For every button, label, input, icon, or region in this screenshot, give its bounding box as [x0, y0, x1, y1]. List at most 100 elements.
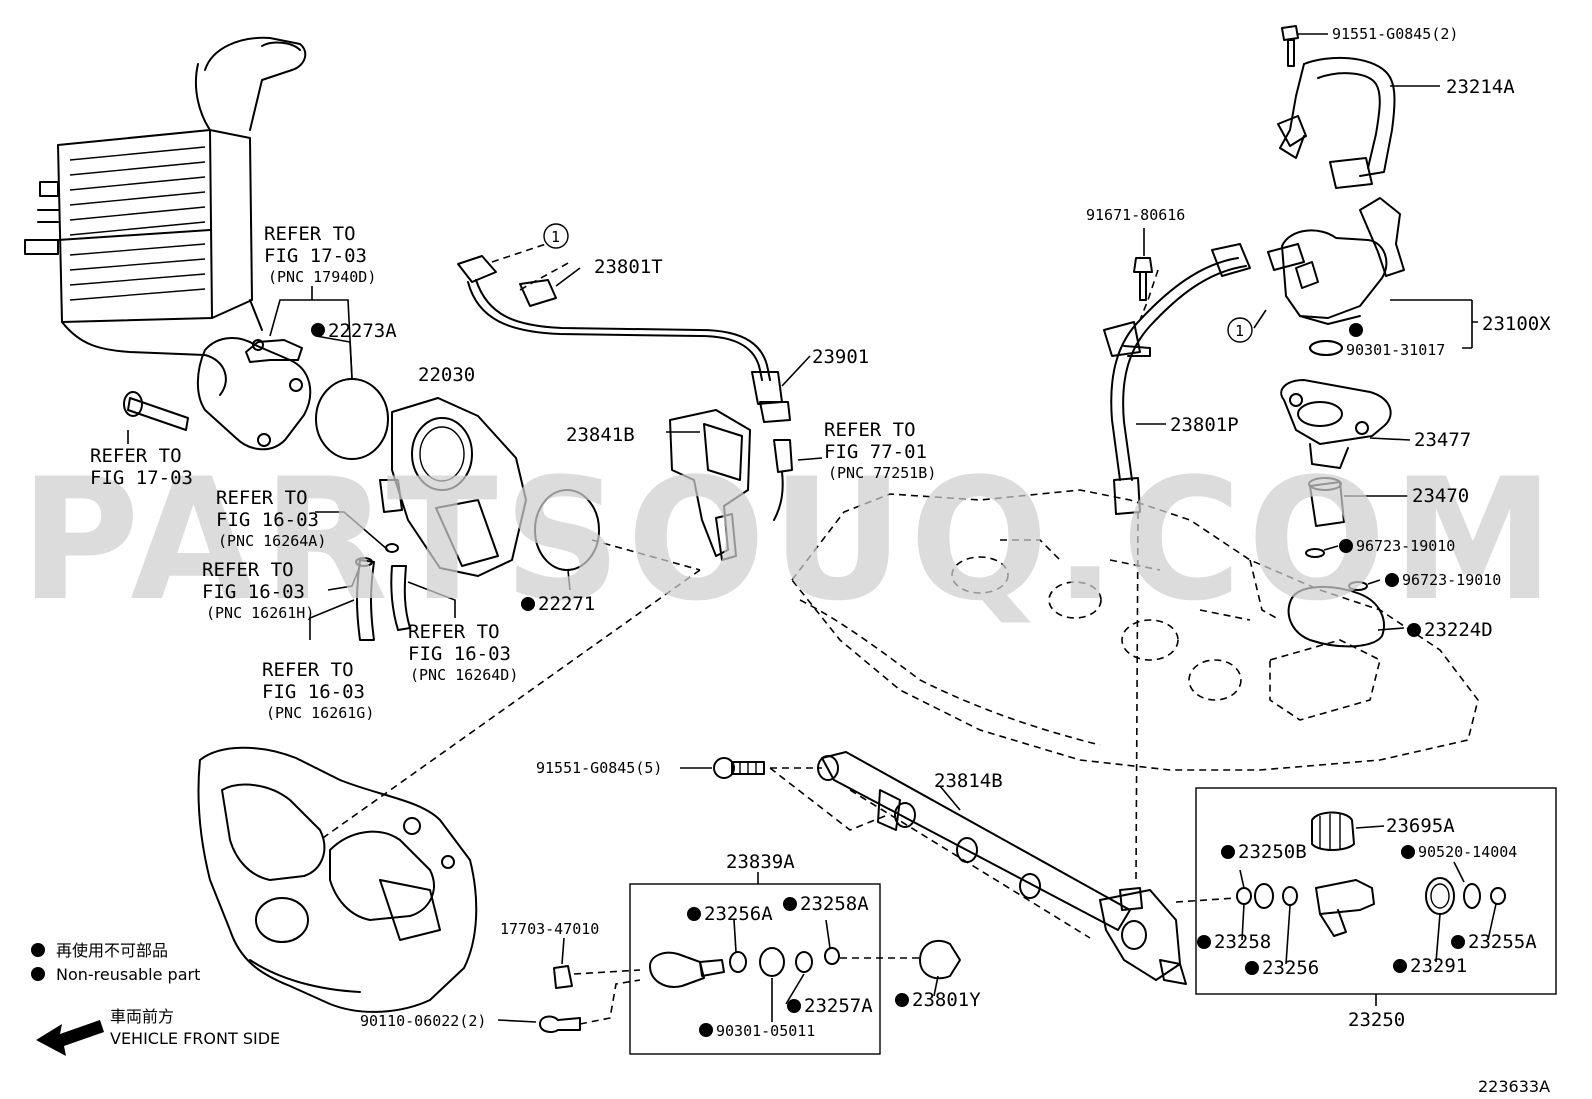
throttle-body-drawing: [355, 397, 527, 641]
cylinder-head-drawing: [790, 489, 1479, 771]
diagram-code: 223633A: [1478, 1077, 1550, 1096]
ref-fig-16-03-c: REFER TO FIG 16-03 (PNC 16261G): [262, 659, 376, 722]
nonreusable-dot-96723-a: [1339, 539, 1353, 553]
nonreusable-dot-23224D: [1407, 623, 1421, 637]
ref-fig-77-01: REFER TO FIG 77-01 (PNC 77251B): [824, 419, 938, 482]
label-23256: 23256: [1262, 957, 1319, 979]
label-23257A: 23257A: [804, 995, 873, 1017]
assembly-lines: [319, 269, 1237, 1025]
ref-fig-17-03-b: REFER TO FIG 17-03: [90, 445, 193, 489]
nonreusable-dot-23256A: [687, 907, 701, 921]
nonreusable-dot-90301-05011: [699, 1023, 713, 1037]
intake-elbow-drawing: [123, 337, 312, 451]
nonreusable-dot-96723-b: [1385, 573, 1399, 587]
label-23250B: 23250B: [1238, 841, 1307, 863]
ref-fig-17-03-a: REFER TO FIG 17-03 (PNC 17940D): [264, 223, 378, 286]
bolt-91671-drawing: [1133, 257, 1153, 301]
nonreusable-dot-23257A: [787, 999, 801, 1013]
pressure-sensor-drawing: [539, 947, 840, 1033]
vehicle-front-indicator: 車両前方 VEHICLE FRONT SIDE: [36, 1007, 280, 1056]
nonreusable-dot-23801Y: [895, 993, 909, 1007]
label-23839A: 23839A: [726, 851, 795, 873]
plate-23801Y: [919, 939, 961, 980]
nonreusable-dot-90301-31017: [1349, 323, 1363, 337]
legend-en: Non-reusable part: [56, 965, 200, 984]
circle-mark-1-a: 1: [543, 223, 569, 249]
nonreusable-dot-22271: [521, 597, 535, 611]
label-23801Y: 23801Y: [912, 989, 981, 1011]
label-22271: 22271: [538, 593, 595, 615]
front-jp: 車両前方: [110, 1007, 174, 1026]
leader-lines: [127, 33, 1497, 1023]
label-22273A: 22273A: [328, 320, 397, 342]
label-23255A: 23255A: [1468, 931, 1537, 953]
intake-manifold-drawing: [197, 746, 478, 1013]
gasket-23224D: [1287, 585, 1385, 648]
ref-fig-16-03-d: REFER TO FIG 16-03 (PNC 16264D): [408, 621, 522, 684]
nonreusable-dot-90520-14004: [1401, 845, 1415, 859]
nonreusable-dot-23255A: [1451, 935, 1465, 949]
front-en: VEHICLE FRONT SIDE: [110, 1029, 280, 1048]
svg-text:1: 1: [1235, 322, 1244, 340]
label-90301-31017: 90301-31017: [1346, 341, 1445, 359]
label-23224D: 23224D: [1424, 619, 1493, 641]
legend-dot-en: [31, 967, 45, 981]
ref-fig-16-03-b: REFER TO FIG 16-03 (PNC 16261H): [202, 559, 316, 622]
o-ring-96723-a: [1305, 548, 1325, 558]
ref-fig-16-03-a: REFER TO FIG 16-03 (PNC 16264A): [216, 487, 330, 550]
label-91671-80616: 91671-80616: [1086, 206, 1185, 224]
lifter-23470-drawing: [1308, 477, 1345, 527]
label-23801T: 23801T: [594, 256, 663, 278]
injector-drawing: [1236, 811, 1506, 937]
insulator-23477-drawing: [1280, 379, 1392, 469]
label-23814B: 23814B: [934, 770, 1003, 792]
label-23256A: 23256A: [704, 903, 773, 925]
label-23100X: 23100X: [1482, 313, 1551, 335]
nonreusable-dot-23258A: [783, 897, 797, 911]
label-96723-19010-a: 96723-19010: [1356, 537, 1455, 555]
legend-jp: 再使用不可部品: [56, 941, 168, 960]
o-ring-90301-31017: [1309, 340, 1343, 356]
label-23214A: 23214A: [1446, 76, 1515, 98]
nonreusable-dot-23250B: [1221, 845, 1235, 859]
o-ring-96723-b: [1348, 581, 1368, 591]
label-23695A: 23695A: [1386, 815, 1455, 837]
fuel-pipe-23801P-drawing: [1103, 243, 1251, 515]
nonreusable-dot-23291: [1393, 959, 1407, 973]
label-91551-G0845-2: 91551-G0845(2): [1332, 25, 1458, 43]
label-23801P: 23801P: [1170, 414, 1239, 436]
label-90110-06022: 90110-06022(2): [360, 1012, 486, 1030]
watermark: PARTSOUQ.COM: [20, 442, 1560, 638]
legend-dot-jp: [31, 943, 45, 957]
circle-mark-1-b: 1: [1227, 317, 1253, 343]
gasket-22271: [534, 489, 600, 571]
legend: 再使用不可部品 Non-reusable part: [31, 941, 200, 984]
pipe-23214A-drawing: [1277, 25, 1396, 189]
label-91551-G0845-5: 91551-G0845(5): [536, 759, 662, 777]
label-23477: 23477: [1414, 429, 1471, 451]
intercooler-drawing: [24, 36, 307, 396]
label-23470: 23470: [1412, 485, 1469, 507]
label-96723-19010-b: 96723-19010: [1402, 571, 1501, 589]
bracket-23841B-drawing: [669, 409, 751, 561]
label-17703-47010: 17703-47010: [500, 920, 599, 938]
wire-harness-drawing: [457, 243, 793, 521]
bolt-91551-5-drawing: [713, 757, 765, 779]
fuel-pump-23100X-drawing: [1267, 197, 1405, 356]
label-23291: 23291: [1410, 955, 1467, 977]
nonreusable-dot-23258: [1197, 935, 1211, 949]
svg-text:1: 1: [551, 228, 560, 246]
nonreusable-dot-23256: [1245, 961, 1259, 975]
label-23841B: 23841B: [566, 424, 635, 446]
label-23258A: 23258A: [800, 893, 869, 915]
nonreusable-dot-22273A: [311, 323, 325, 337]
arrow-left-icon: [36, 1020, 104, 1056]
label-23250: 23250: [1348, 1009, 1405, 1031]
label-23901: 23901: [812, 346, 869, 368]
label-23258: 23258: [1214, 931, 1271, 953]
label-22030: 22030: [418, 364, 475, 386]
label-90301-05011: 90301-05011: [716, 1022, 815, 1040]
box-23839A: [629, 883, 881, 1055]
label-90520-14004: 90520-14004: [1418, 843, 1517, 861]
